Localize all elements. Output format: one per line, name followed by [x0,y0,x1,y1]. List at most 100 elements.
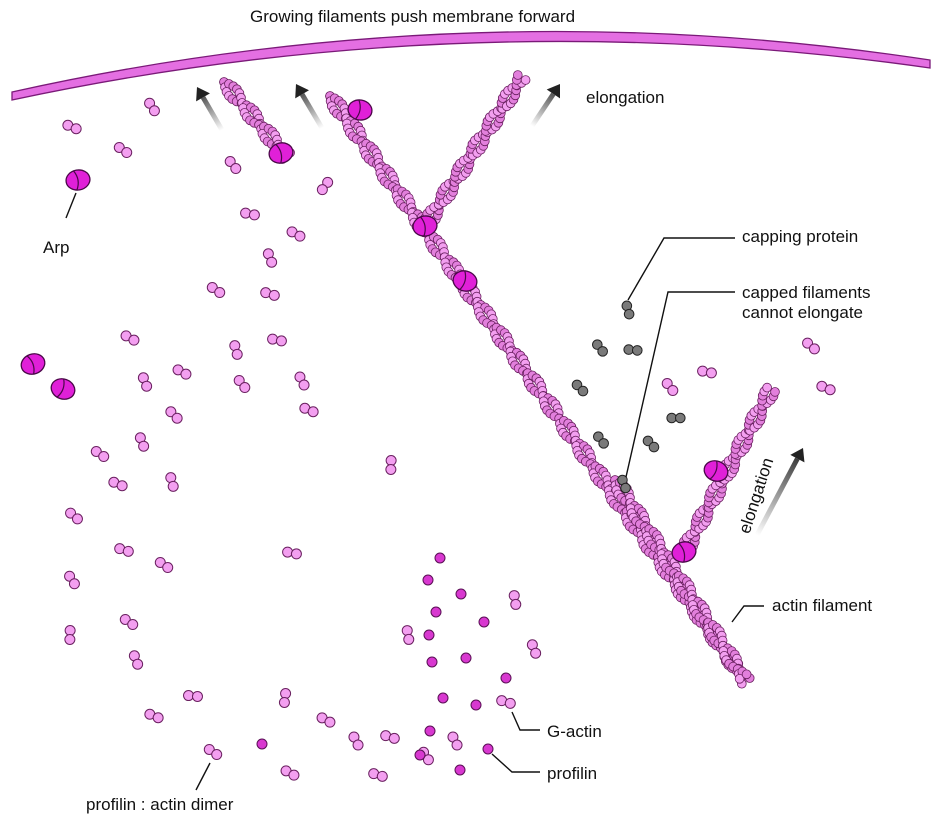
diagram-title: Growing filaments push membrane forward [250,7,576,26]
g-actin-bead [661,377,673,389]
arp-seam [56,378,65,398]
g-actin-pair [380,730,400,744]
g-actin-pair [120,330,140,346]
actin-filaments [219,70,780,689]
g-actin-bead [705,367,717,379]
arp-seam [709,460,718,480]
actin-subunit [770,387,780,397]
g-actin-bead [385,463,397,475]
g-actin-pair [224,155,242,175]
g-actin-bead [203,743,215,755]
g-actin-pair [114,543,134,557]
g-actin-bead [64,633,76,645]
capping-bead [620,482,631,494]
g-actin-bead [388,732,400,744]
capping-bead [648,441,660,453]
g-actin-bead [808,343,820,355]
profilin-molecule [423,629,435,641]
elongation-arrow [196,87,225,132]
elongation-arrow [529,84,560,128]
capped-filaments-line1: capped filaments [742,283,871,302]
elongation-arrows [196,84,805,537]
g-actin-bead [316,184,328,196]
g-actin-bead [275,335,287,347]
g-actin-bead [167,480,179,492]
capped-filaments-label: capped filaments cannot elongate [742,283,871,323]
g-actin-pair [172,364,192,380]
g-actin-bead [138,440,150,452]
arrow-shaft [754,457,800,537]
g-actin-bead [113,141,125,153]
g-actin-pair [206,281,226,299]
g-actin-bead [510,598,522,610]
capping-protein [592,339,608,357]
g-actin-bead [278,696,290,708]
elongation-label-top: elongation [586,88,665,107]
capping-protein-leader-line [627,237,735,301]
g-actin-bead [132,658,144,670]
g-actin-pair [496,695,516,709]
g-actin-bead [224,155,236,167]
g-actin-bead [267,333,279,345]
g-actin-label: G-actin [547,722,602,741]
g-actin-bead [206,281,218,293]
actin-filament-leader-line [731,605,764,623]
capping-bead [631,345,643,356]
g-actin-bead [230,163,242,175]
capped-filaments-leader-line [625,291,735,478]
g-actin-pair [816,380,836,396]
profilin-molecule [430,606,442,618]
free-molecules [62,97,836,782]
arp-leader-line [65,192,77,219]
leader-lines [65,192,764,791]
actin-subunit [762,382,772,393]
g-actin-bead [824,384,836,396]
actin-filament [325,91,755,689]
g-actin-pair [64,625,76,645]
profilin-molecule [500,672,512,684]
capping-protein [666,412,686,424]
g-actin-pair [661,377,679,397]
profilin-molecule [470,699,482,711]
cell-membrane [11,30,931,101]
capped-filaments-line2: cannot elongate [742,303,863,322]
elongation-arrow [295,84,325,130]
g-actin-pair [203,743,223,761]
g-actin-pair [260,287,280,301]
g-actin-pair [286,226,306,242]
g-actin-bead [214,287,226,299]
g-actin-bead [233,374,245,386]
g-actin-bead [322,176,334,188]
g-actin-bead [211,749,223,761]
g-actin-pair [294,371,310,391]
arp-seam [459,270,467,291]
g-actin-bead [68,578,80,590]
arp-complex [452,270,478,292]
profilin-molecule [454,764,466,776]
g-actin-bead [191,690,203,702]
g-actin-pair [154,556,174,574]
g-actin-bead [508,590,520,602]
arp-seam [275,143,283,164]
g-actin-bead [307,406,319,418]
g-actin-pair [348,731,364,751]
g-actin-pair [316,176,334,196]
g-actin-pair [697,365,717,379]
arrow-shaft [200,96,225,132]
g-actin-bead [324,716,336,728]
capping-protein [621,300,635,320]
g-actin-pair [144,97,160,117]
g-actin-bead [148,105,160,117]
g-actin-bead [119,613,131,625]
g-actin-pair [447,731,463,751]
g-actin-bead [266,256,278,268]
g-actin-bead [280,688,292,700]
actin-subunit [520,75,531,85]
g-actin-bead [127,619,139,631]
arp-seam [72,170,79,191]
capping-bead [598,438,609,449]
g-actin-bead [70,123,82,135]
g-actin-bead [667,385,679,397]
capping-bead [623,308,635,320]
g-actin-leader-line [511,711,540,731]
